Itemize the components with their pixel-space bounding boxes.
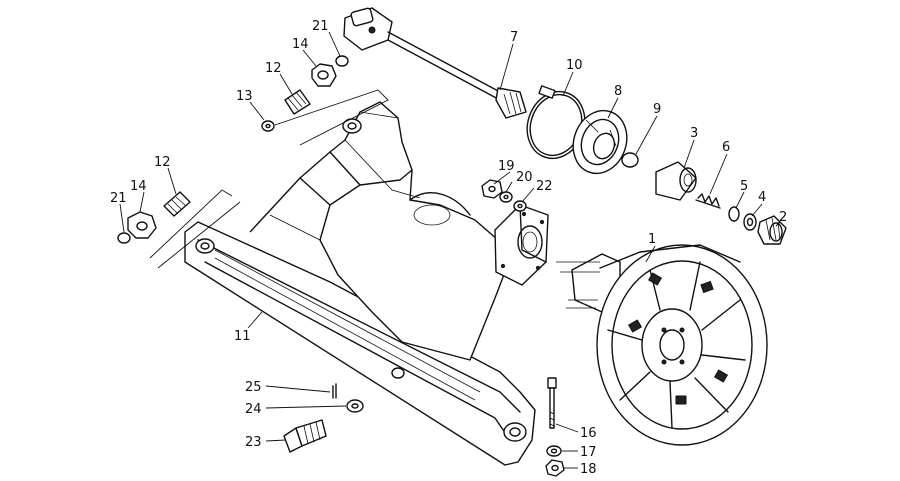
callout-labels: 1 2 3 4 5 6 7 8 9 10 11 12 12 13 14 14 1… [110,19,787,477]
nut-part-18 [545,459,565,477]
callout-3: 3 [690,126,698,141]
callout-14-upper: 14 [292,37,309,52]
callout-13: 13 [236,89,253,104]
callout-24: 24 [245,402,262,417]
callout-7: 7 [510,30,518,45]
stud-part-12-upper [284,89,311,115]
boot-part-8 [572,109,628,175]
washer-part-22 [513,200,527,212]
washer-part-21-left [117,232,131,244]
washer-part-4 [743,213,757,231]
stud-part-12-left [163,191,191,217]
callout-10: 10 [566,58,583,73]
washer-part-24 [346,399,364,413]
callout-12-upper: 12 [265,61,282,76]
washer-part-17 [546,445,562,457]
bolt-part-16 [547,377,557,429]
leader-lines [119,31,781,469]
callout-9: 9 [653,102,661,117]
callout-21-left: 21 [110,191,127,206]
nut-part-19 [481,179,503,199]
washer-part-21-upper [335,55,349,67]
plug-part-9 [621,152,639,168]
callout-20: 20 [516,170,533,185]
drive-shaft-part-7 [343,7,527,119]
nut-part-14-upper [311,63,337,87]
callout-18: 18 [580,462,597,477]
callout-5: 5 [740,179,748,194]
callout-22: 22 [536,179,553,194]
wheel-hub-part-1 [556,244,768,446]
callout-16: 16 [580,426,597,441]
clamp-ring-part-10 [526,85,586,160]
pivot-reference-lines [149,89,389,269]
callout-1: 1 [648,232,656,247]
swingarm-part-11 [184,101,549,466]
nut-part-14-left [127,211,157,239]
callout-4: 4 [758,190,766,205]
callout-21-upper: 21 [312,19,329,34]
washer-part-20 [499,191,513,203]
callout-2: 2 [779,210,787,225]
callout-11: 11 [234,329,251,344]
callout-17: 17 [580,445,597,460]
callout-12-left: 12 [154,155,171,170]
callout-6: 6 [722,140,730,155]
callout-25: 25 [245,380,262,395]
washer-part-13 [261,120,275,132]
callout-19: 19 [498,159,515,174]
callout-14-left: 14 [130,179,147,194]
coupling-part-3 [655,161,697,201]
pivot-bolt-part-23 [283,419,327,453]
callout-8: 8 [614,84,622,99]
pin-part-25 [332,383,337,399]
callout-23: 23 [245,435,262,450]
washer-part-5 [728,206,740,222]
spring-part-6 [695,193,721,209]
